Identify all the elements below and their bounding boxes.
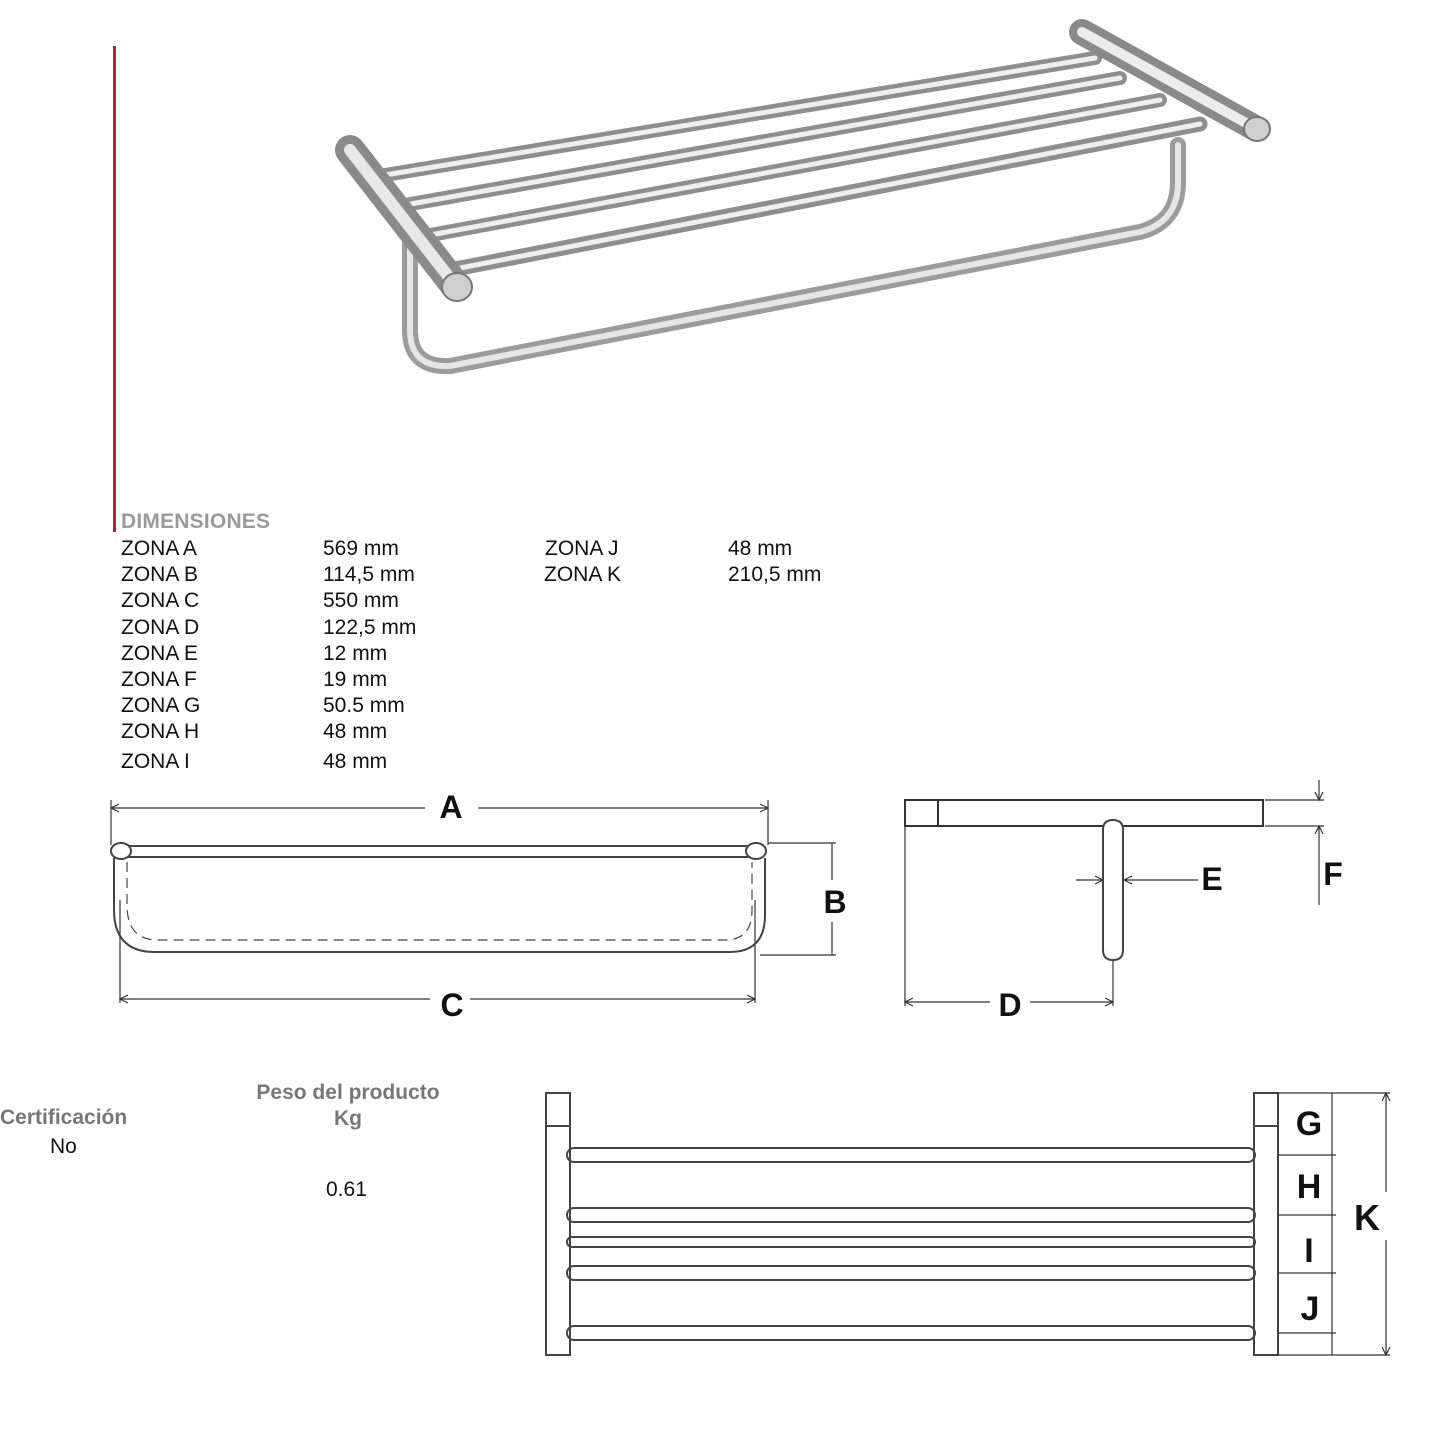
zone-label: ZONA E xyxy=(121,642,199,665)
weight-value: 0.61 xyxy=(326,1178,367,1201)
zone-value: 48 mm xyxy=(728,537,793,560)
label-a: A xyxy=(439,789,462,825)
top-view-drawing: G H I J K xyxy=(545,1091,1391,1357)
zone-value: 550 mm xyxy=(323,589,399,612)
product-photo xyxy=(335,19,1271,375)
zone-label: ZONA I xyxy=(121,750,190,773)
zone-value: 50.5 mm xyxy=(323,694,405,717)
label-j: J xyxy=(1301,1290,1320,1328)
zone-value: 48 mm xyxy=(323,720,388,743)
label-i: I xyxy=(1304,1232,1313,1270)
label-k: K xyxy=(1354,1197,1380,1238)
weight-label: Peso del producto Kg xyxy=(240,1080,456,1132)
zone-value: 48 mm xyxy=(323,750,388,773)
certification-label: Certificación xyxy=(0,1106,128,1129)
accent-rule xyxy=(113,46,116,532)
zone-label: ZONA J xyxy=(545,537,619,560)
zone-label: ZONA F xyxy=(121,668,197,691)
label-h: H xyxy=(1297,1168,1322,1206)
weight-label-line1: Peso del producto xyxy=(256,1081,440,1104)
zone-label: ZONA B xyxy=(121,563,199,586)
zone-value: 19 mm xyxy=(323,668,388,691)
label-f: F xyxy=(1323,856,1343,892)
zone-label: ZONA H xyxy=(121,720,200,743)
label-e: E xyxy=(1201,861,1222,897)
side-view-drawing: E F D xyxy=(903,780,1343,1023)
label-g: G xyxy=(1296,1105,1322,1143)
dimensions-heading: DIMENSIONES xyxy=(121,510,271,533)
zone-value: 210,5 mm xyxy=(728,563,822,586)
zone-label: ZONA K xyxy=(544,563,622,586)
certification-value: No xyxy=(50,1135,77,1158)
zone-label: ZONA D xyxy=(121,616,200,639)
label-b: B xyxy=(823,884,846,920)
zone-label: ZONA C xyxy=(121,589,200,612)
zone-value: 114,5 mm xyxy=(323,563,415,586)
front-view-drawing: A B C xyxy=(109,789,847,1020)
zone-value: 569 mm xyxy=(323,537,399,560)
zone-label: ZONA G xyxy=(121,694,201,717)
zone-label: ZONA A xyxy=(121,537,197,560)
zone-value: 12 mm xyxy=(323,642,388,665)
zone-value: 122,5 mm xyxy=(323,616,417,639)
weight-label-line2: Kg xyxy=(334,1107,362,1130)
label-d: D xyxy=(998,987,1021,1023)
label-c: C xyxy=(440,987,463,1020)
